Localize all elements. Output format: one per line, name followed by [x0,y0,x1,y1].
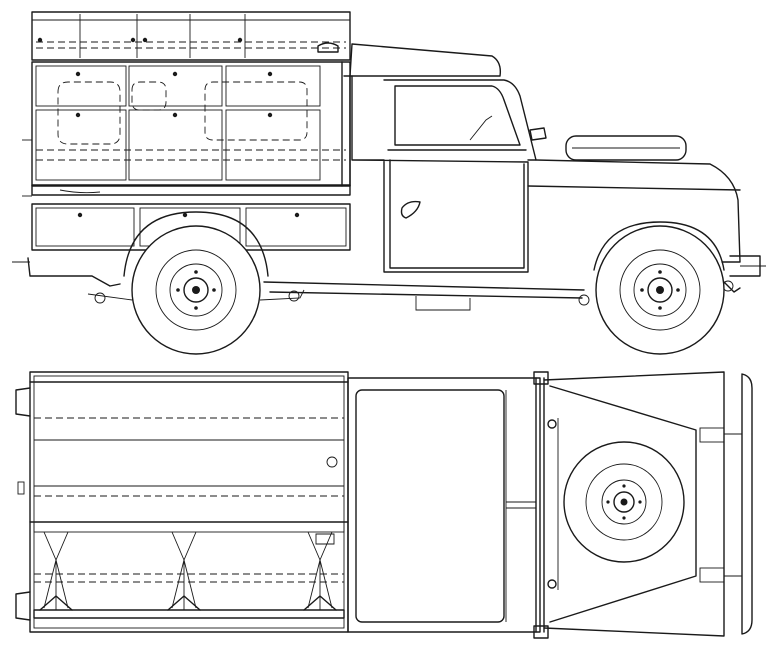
side-rear-body [12,11,351,287]
front-wheel-arch [593,221,725,271]
cab-roof-top [355,389,505,623]
door-handle [400,200,421,219]
top-cab [347,371,549,639]
top-bonnet [543,371,753,637]
front-bumper-top [741,373,753,635]
side-chassis [87,280,734,311]
cab-roof [349,43,502,77]
rear-wheel-arch [123,211,269,277]
top-rear-body [15,371,349,633]
side-bonnet [527,135,766,293]
side-view [12,11,766,355]
roof-rack [31,11,351,61]
cab-door [389,159,525,269]
rear-wheel-side [131,225,261,355]
side-cab [343,43,547,273]
body-rail [31,184,351,196]
spare-wheel-top [563,441,685,563]
cab-window [394,85,521,146]
front-wheel-side [595,225,725,355]
canopy-side [31,61,351,187]
top-view [15,371,753,639]
